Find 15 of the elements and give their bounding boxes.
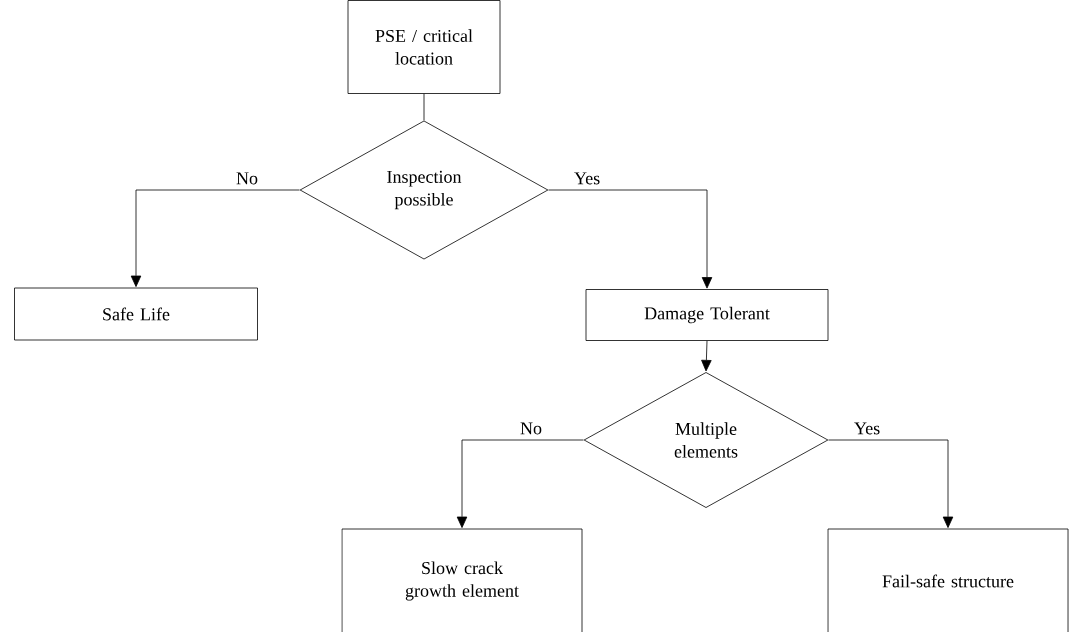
arrow — [701, 340, 712, 372]
process-box: Safe Life — [14, 287, 258, 341]
process-box: Slow crack growth element — [341, 528, 583, 632]
connector-line — [423, 93, 425, 121]
arrow — [548, 189, 713, 289]
edge-label: Yes — [574, 172, 600, 185]
edge-label: Yes — [854, 422, 880, 435]
process-box: Damage Tolerant — [585, 289, 829, 341]
arrow — [828, 439, 954, 528]
edge-label: No — [520, 422, 542, 435]
arrow — [456, 439, 584, 528]
arrow — [130, 189, 300, 287]
process-box: Fail-safe structure — [827, 528, 1069, 632]
edge-label: No — [236, 172, 258, 185]
process-box: PSE / critical location — [347, 0, 501, 94]
